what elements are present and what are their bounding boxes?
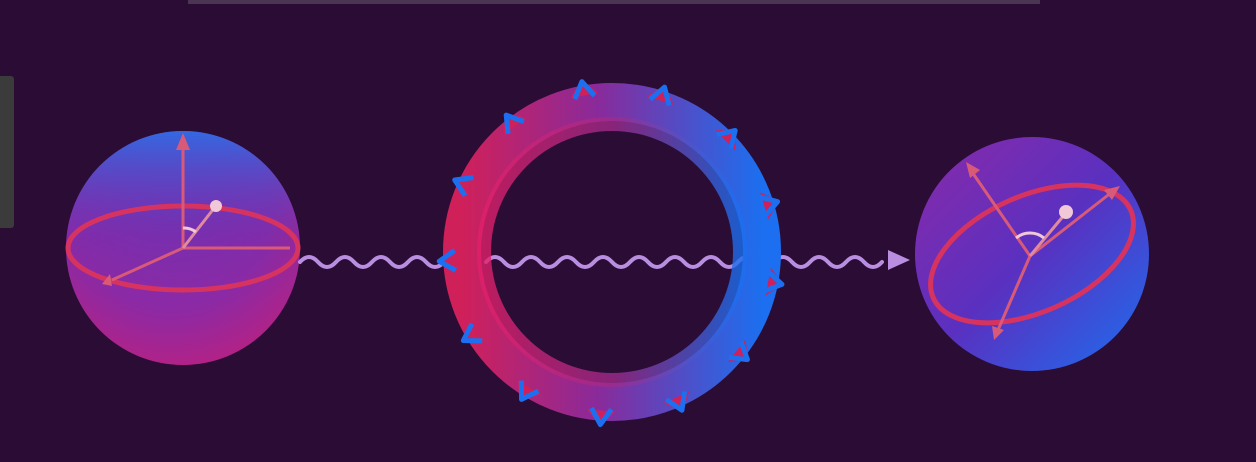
ring-resonator <box>436 79 785 428</box>
ring-marker <box>436 246 457 275</box>
ring-marker <box>452 173 474 199</box>
photon-wave <box>298 250 910 270</box>
ring-marker <box>715 127 738 151</box>
wave-arrow-head <box>888 250 910 270</box>
ring-marker <box>460 321 483 346</box>
ring-marker <box>663 391 690 413</box>
ring-markers <box>436 79 785 428</box>
ring-marker <box>727 339 750 363</box>
ring-marker <box>758 192 781 220</box>
ring-marker <box>646 84 674 107</box>
ring-marker <box>763 267 785 296</box>
ring-marker <box>516 380 541 402</box>
output-qubit-bloch-sphere <box>915 137 1149 371</box>
ring-marker <box>587 406 616 428</box>
top-scrollbar[interactable] <box>188 0 1040 4</box>
input-qubit-bloch-sphere <box>65 131 301 365</box>
ring-marker <box>570 79 599 101</box>
ring-marker <box>503 112 526 135</box>
side-panel-tab[interactable] <box>0 76 14 228</box>
